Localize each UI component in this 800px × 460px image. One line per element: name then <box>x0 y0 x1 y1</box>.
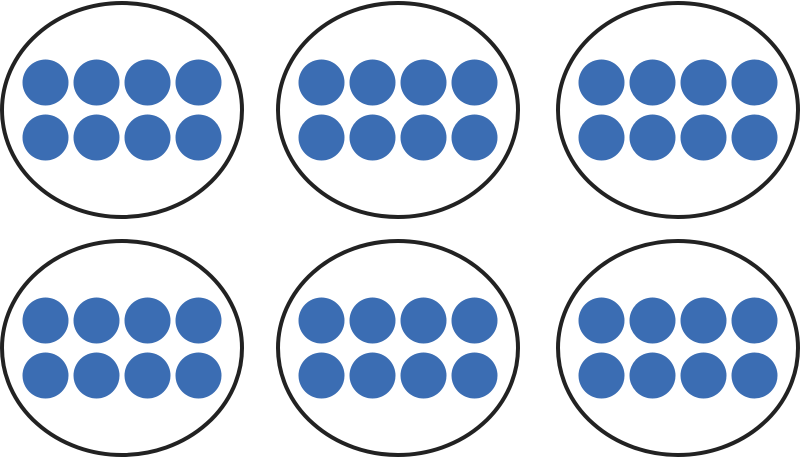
dot <box>73 297 120 344</box>
dot <box>22 297 69 344</box>
dot <box>175 114 222 161</box>
dot <box>349 114 396 161</box>
dot <box>451 114 498 161</box>
dot <box>175 352 222 399</box>
dot <box>578 297 625 344</box>
dot <box>578 352 625 399</box>
dot <box>578 114 625 161</box>
dot <box>629 114 676 161</box>
dot <box>731 352 778 399</box>
dot <box>680 352 727 399</box>
dot <box>680 297 727 344</box>
dot <box>22 352 69 399</box>
dot <box>298 297 345 344</box>
dot <box>124 297 171 344</box>
group-outline <box>276 1 520 219</box>
group-outline <box>556 1 800 219</box>
dot <box>451 352 498 399</box>
group-6 <box>556 239 800 457</box>
dot <box>400 297 447 344</box>
dot <box>451 297 498 344</box>
dot <box>578 59 625 106</box>
dot <box>400 59 447 106</box>
dot <box>349 59 396 106</box>
group-2 <box>276 1 520 219</box>
dot <box>124 352 171 399</box>
group-outline <box>276 239 520 457</box>
dot <box>73 114 120 161</box>
dot <box>680 59 727 106</box>
dot <box>629 297 676 344</box>
dot <box>175 59 222 106</box>
dot <box>298 114 345 161</box>
dot <box>349 352 396 399</box>
dot <box>451 59 498 106</box>
group-3 <box>556 1 800 219</box>
dot <box>124 59 171 106</box>
dot <box>680 114 727 161</box>
dot <box>731 114 778 161</box>
dot <box>400 352 447 399</box>
dot <box>349 297 396 344</box>
group-outline <box>556 239 800 457</box>
dot <box>73 59 120 106</box>
group-5 <box>276 239 520 457</box>
group-4 <box>0 239 244 457</box>
group-1 <box>0 1 244 219</box>
dot <box>124 114 171 161</box>
group-outline <box>0 239 244 457</box>
dot <box>22 59 69 106</box>
dot <box>629 59 676 106</box>
dot <box>298 352 345 399</box>
dot <box>73 352 120 399</box>
group-outline <box>0 1 244 219</box>
dot <box>400 114 447 161</box>
dot <box>298 59 345 106</box>
dot <box>175 297 222 344</box>
dot <box>629 352 676 399</box>
dot <box>22 114 69 161</box>
dot <box>731 297 778 344</box>
dot <box>731 59 778 106</box>
